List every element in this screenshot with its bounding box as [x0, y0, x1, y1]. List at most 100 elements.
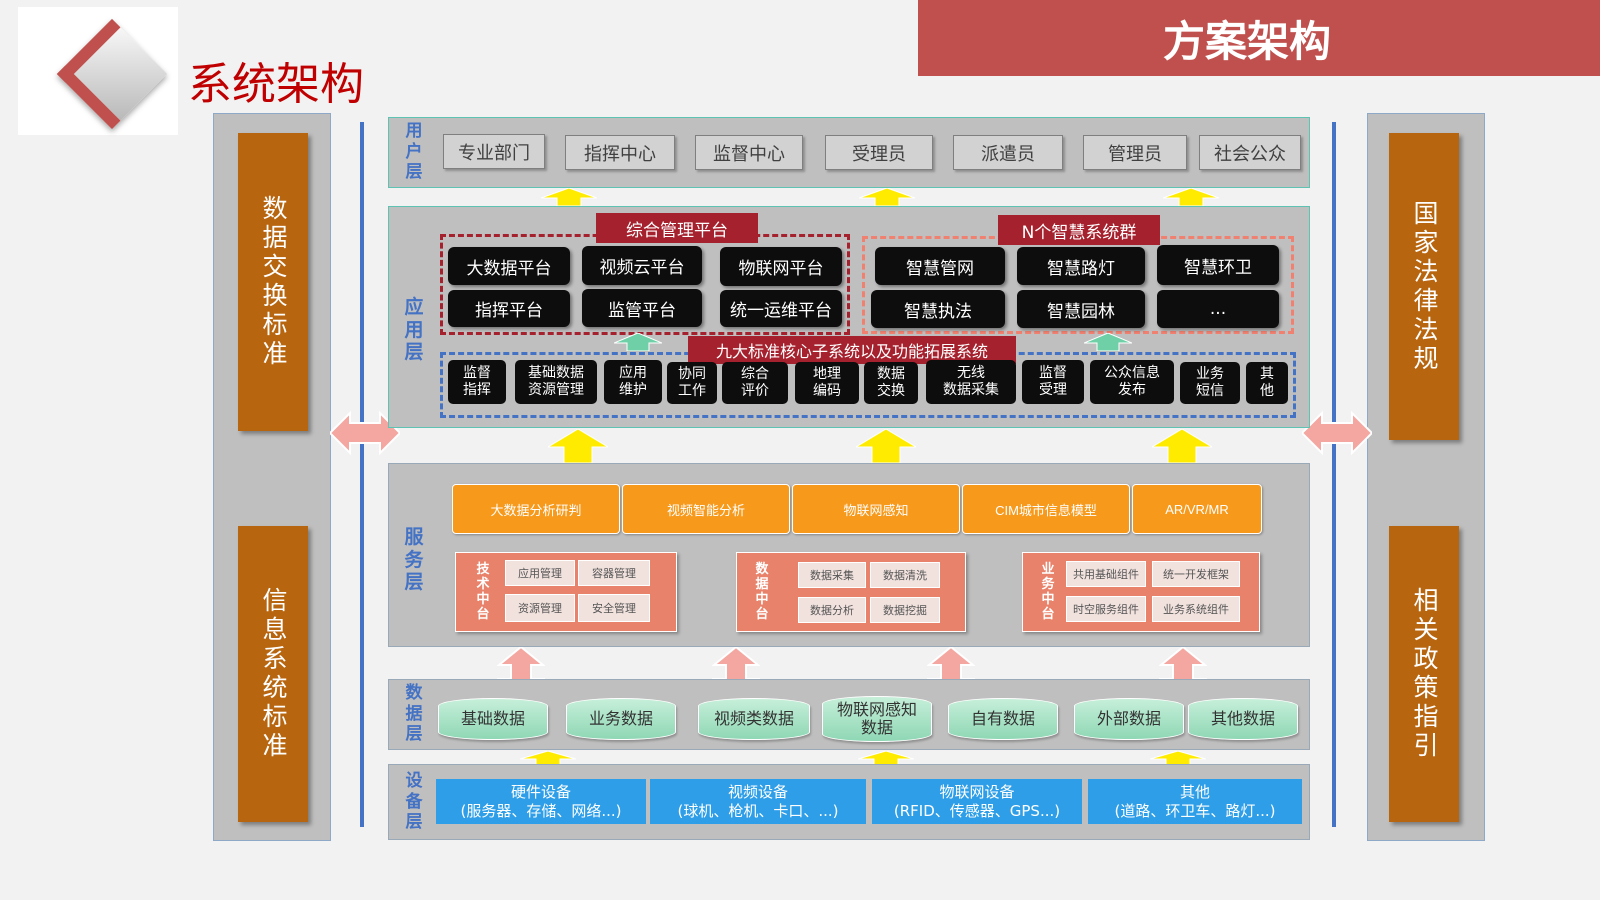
data-store: 自有数据 — [948, 698, 1058, 740]
up-arrow-icon — [1163, 188, 1219, 206]
core-subsystem-item: 无线 数据采集 — [926, 360, 1016, 404]
user-item: 管理员 — [1083, 135, 1187, 170]
application-layer-label: 应用层 — [404, 295, 424, 364]
service-item: 物联网感知 — [792, 484, 960, 534]
up-arrow-icon — [548, 429, 608, 463]
tech-platform-item: 资源管理 — [505, 594, 575, 622]
data-platform-label: 数据中台 — [755, 562, 769, 622]
data-exchange-standard: 数据交换标准 — [238, 133, 308, 431]
device-name: 其他 — [1179, 782, 1210, 801]
business-platform-item: 时空服务组件 — [1066, 596, 1146, 622]
data-layer-label: 数据层 — [405, 683, 423, 745]
diamond-logo-icon — [56, 18, 168, 130]
smart-system-title: N个智慧系统群 — [998, 215, 1160, 245]
page-title: 系统架构 — [188, 59, 364, 110]
tech-platform-item: 应用管理 — [505, 560, 575, 586]
smart-system-item: 智慧环卫 — [1157, 245, 1279, 285]
device-detail: (道路、环卫车、路灯...) — [1114, 801, 1276, 820]
banner-title: 方案架构 — [1163, 16, 1332, 66]
service-item: AR/VR/MR — [1132, 484, 1262, 534]
smart-system-item: 智慧管网 — [875, 247, 1005, 285]
data-store: 其他数据 — [1188, 698, 1298, 740]
data-platform-item: 数据挖掘 — [870, 597, 940, 623]
data-store: 业务数据 — [566, 698, 676, 740]
left-divider-line — [360, 122, 364, 827]
service-item: 大数据分析研判 — [452, 484, 620, 534]
core-subsystem-item: 基础数据 资源管理 — [515, 360, 597, 404]
tech-platform-item: 容器管理 — [578, 560, 650, 586]
device-item: 物联网设备 (RFID、传感器、GPS...) — [872, 779, 1082, 824]
up-arrow-icon — [520, 751, 576, 765]
user-layer-label: 用户层 — [405, 121, 423, 183]
device-item: 硬件设备 (服务器、存储、网络...) — [436, 779, 646, 824]
core-subsystem-item: 监督 指挥 — [448, 360, 506, 404]
core-subsystem-title: 九大标准核心子系统以及功能拓展系统 — [688, 336, 1016, 364]
platform-item: 物联网平台 — [720, 247, 842, 286]
smart-system-item: 智慧执法 — [871, 290, 1005, 328]
user-item: 受理员 — [825, 135, 933, 170]
device-name: 视频设备 — [727, 782, 788, 801]
up-arrow-icon — [1084, 333, 1132, 351]
data-store: 视频类数据 — [698, 698, 810, 740]
up-arrow-icon — [1152, 429, 1212, 463]
right-divider-line — [1332, 122, 1336, 827]
platform-item: 大数据平台 — [448, 247, 570, 285]
data-platform-item: 数据清洗 — [870, 562, 940, 588]
user-item: 监督中心 — [695, 135, 803, 170]
platform-item: 监管平台 — [582, 289, 702, 327]
up-arrow-icon — [614, 333, 662, 351]
device-layer-label: 设备层 — [405, 771, 423, 833]
device-name: 硬件设备 — [510, 782, 571, 801]
user-item: 专业部门 — [443, 134, 545, 169]
device-name: 物联网设备 — [939, 782, 1015, 801]
up-arrow-icon — [1150, 751, 1206, 765]
user-item: 指挥中心 — [565, 135, 675, 170]
service-layer-label: 服务层 — [404, 525, 424, 594]
data-store: 外部数据 — [1074, 698, 1184, 740]
device-item: 视频设备 (球机、枪机、卡口、...) — [650, 779, 866, 824]
device-detail: (服务器、存储、网络...) — [460, 801, 622, 820]
core-subsystem-item: 监督 受理 — [1022, 360, 1084, 404]
info-system-standard: 信息系统标准 — [238, 526, 308, 822]
service-item: 视频智能分析 — [622, 484, 790, 534]
smart-system-item: 智慧路灯 — [1017, 247, 1145, 285]
core-subsystem-item: 数据 交换 — [864, 362, 918, 404]
core-subsystem-item: 应用 维护 — [604, 360, 662, 404]
service-item: CIM城市信息模型 — [962, 484, 1130, 534]
core-subsystem-item: 公众信息 发布 — [1090, 360, 1174, 404]
device-detail: (球机、枪机、卡口、...) — [677, 801, 839, 820]
national-laws: 国家法律法规 — [1389, 133, 1459, 440]
logo — [18, 7, 178, 135]
data-store: 基础数据 — [438, 698, 548, 740]
core-subsystem-item: 业务 短信 — [1180, 362, 1240, 404]
smart-system-item: 智慧园林 — [1017, 290, 1145, 328]
core-subsystem-item: 综合 评价 — [722, 362, 788, 404]
platform-item: 视频云平台 — [582, 246, 702, 285]
up-arrow-icon — [856, 429, 916, 463]
data-store: 物联网感知 数据 — [822, 696, 932, 742]
user-item: 派遣员 — [953, 135, 1063, 170]
core-subsystem-item: 其 他 — [1246, 362, 1288, 404]
user-item: 社会公众 — [1199, 135, 1301, 170]
business-platform-item: 共用基础组件 — [1066, 561, 1146, 587]
left-double-arrow-icon — [330, 410, 400, 456]
policy-guidelines: 相关政策指引 — [1389, 526, 1459, 822]
up-arrow-icon — [859, 188, 915, 206]
platform-item: 统一运维平台 — [720, 290, 842, 327]
device-item: 其他 (道路、环卫车、路灯...) — [1088, 779, 1302, 824]
smart-system-item: ... — [1157, 290, 1279, 328]
business-platform-item: 业务系统组件 — [1152, 596, 1240, 622]
business-platform-label: 业务中台 — [1041, 562, 1055, 622]
device-detail: (RFID、传感器、GPS...) — [893, 801, 1061, 820]
platform-item: 指挥平台 — [448, 290, 570, 327]
core-subsystem-item: 地理 编码 — [795, 362, 859, 404]
data-platform-item: 数据分析 — [798, 597, 866, 623]
tech-platform-item: 安全管理 — [578, 594, 650, 622]
up-arrow-icon — [858, 751, 914, 765]
section-banner: 方案架构 — [918, 0, 1600, 76]
business-platform-item: 统一开发框架 — [1152, 561, 1240, 587]
core-subsystem-item: 协同 工作 — [667, 362, 717, 404]
right-double-arrow-icon — [1302, 410, 1372, 456]
integrated-platform-title: 综合管理平台 — [596, 213, 758, 243]
tech-platform-label: 技术中台 — [476, 562, 490, 622]
